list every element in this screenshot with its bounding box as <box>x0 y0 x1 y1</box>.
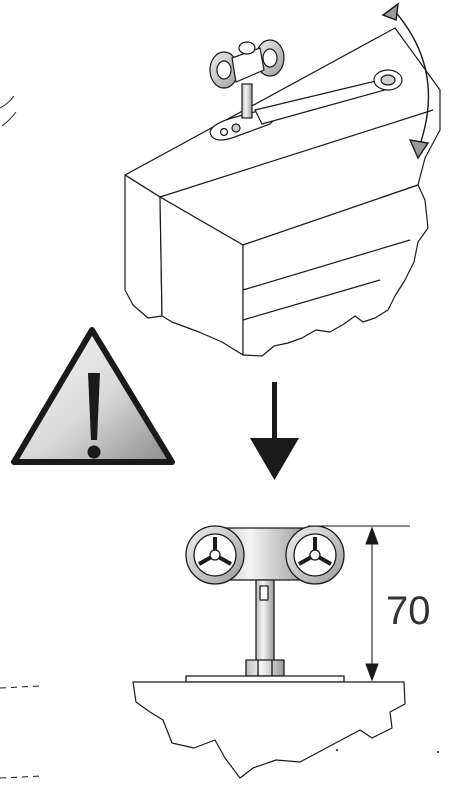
top-roller-assembly <box>209 39 403 141</box>
rotate-arc-icon <box>381 2 430 160</box>
down-arrow-icon <box>250 382 299 480</box>
height-dimension <box>308 525 410 682</box>
stray-marks <box>336 749 439 753</box>
bottom-door-slab <box>132 681 406 779</box>
door-block <box>124 27 441 357</box>
bottom-roller-assembly <box>185 525 345 683</box>
dimension-label: 70 <box>386 589 431 633</box>
edge-fragments <box>0 95 43 779</box>
warning-icon <box>11 327 175 465</box>
